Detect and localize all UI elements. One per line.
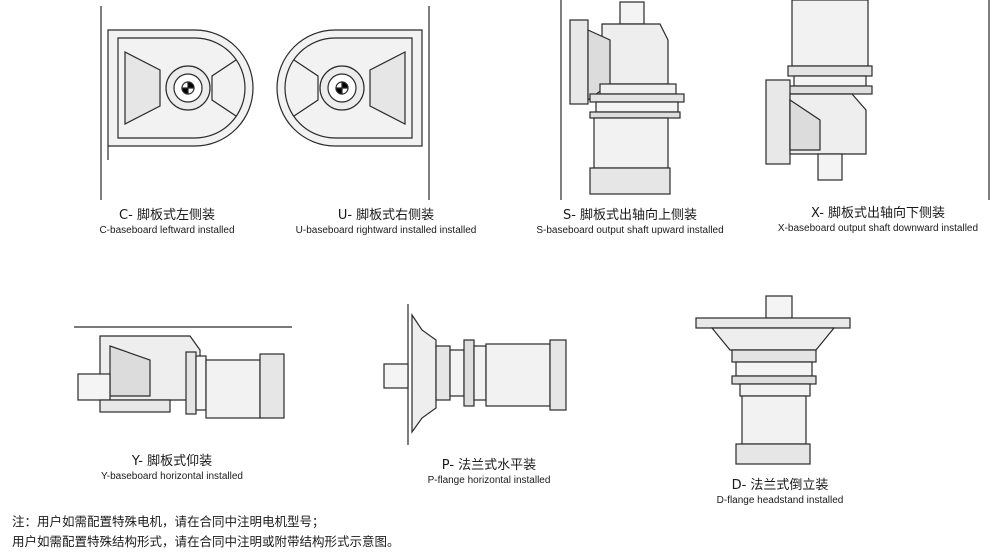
diagram-d-flange-headstand xyxy=(695,295,851,465)
caption-c-en: C-baseboard leftward installed xyxy=(99,225,235,236)
caption-x-zh: X- 脚板式出轴向下侧装 xyxy=(810,206,946,221)
caption-d-en: D-flange headstand installed xyxy=(716,495,844,506)
caption-s: S- 脚板式出轴向上侧装 S-baseboard output shaft up… xyxy=(516,208,744,238)
caption-s-en: S-baseboard output shaft upward installe… xyxy=(536,225,724,236)
caption-u-en: U-baseboard rightward installed installe… xyxy=(295,225,477,236)
notes: 注：用户如需配置特殊电机，请在合同中注明电机型号； 用户如需配置特殊结构形式，请… xyxy=(12,512,400,552)
diagram-s-shaft-up xyxy=(560,0,685,200)
caption-d-zh: D- 法兰式倒立装 xyxy=(731,478,829,493)
caption-u: U- 脚板式右侧装 U-baseboard rightward installe… xyxy=(276,208,496,238)
caption-u-zh: U- 脚板式右侧装 xyxy=(337,208,435,223)
note-line-2: 用户如需配置特殊结构形式，请在合同中注明或附带结构形式示意图。 xyxy=(12,534,400,549)
caption-x: X- 脚板式出轴向下侧装 X-baseboard output shaft do… xyxy=(756,206,1000,236)
caption-d: D- 法兰式倒立装 D-flange headstand installed xyxy=(690,478,870,508)
diagram-y-horizontal xyxy=(74,326,292,419)
caption-y-zh: Y- 脚板式仰装 xyxy=(131,454,213,469)
diagram-u-rightward xyxy=(276,6,430,200)
caption-y: Y- 脚板式仰装 Y-baseboard horizontal installe… xyxy=(82,454,262,484)
note-line-1: 注：用户如需配置特殊电机，请在合同中注明电机型号； xyxy=(12,514,325,529)
diagram-x-shaft-down xyxy=(765,0,990,200)
caption-c-zh: C- 脚板式左侧装 xyxy=(119,208,215,223)
diagram-c-leftward xyxy=(100,6,254,200)
caption-p-en: P-flange horizontal installed xyxy=(427,475,551,486)
caption-p-zh: P- 法兰式水平装 xyxy=(441,458,537,473)
caption-s-zh: S- 脚板式出轴向上侧装 xyxy=(562,208,698,223)
caption-p: P- 法兰式水平装 P-flange horizontal installed xyxy=(398,458,580,488)
caption-x-en: X-baseboard output shaft downward instal… xyxy=(777,223,979,234)
caption-c: C- 脚板式左侧装 C-baseboard leftward installed xyxy=(94,208,240,238)
diagram-p-flange-horizontal xyxy=(383,304,567,445)
caption-y-en: Y-baseboard horizontal installed xyxy=(101,471,243,482)
